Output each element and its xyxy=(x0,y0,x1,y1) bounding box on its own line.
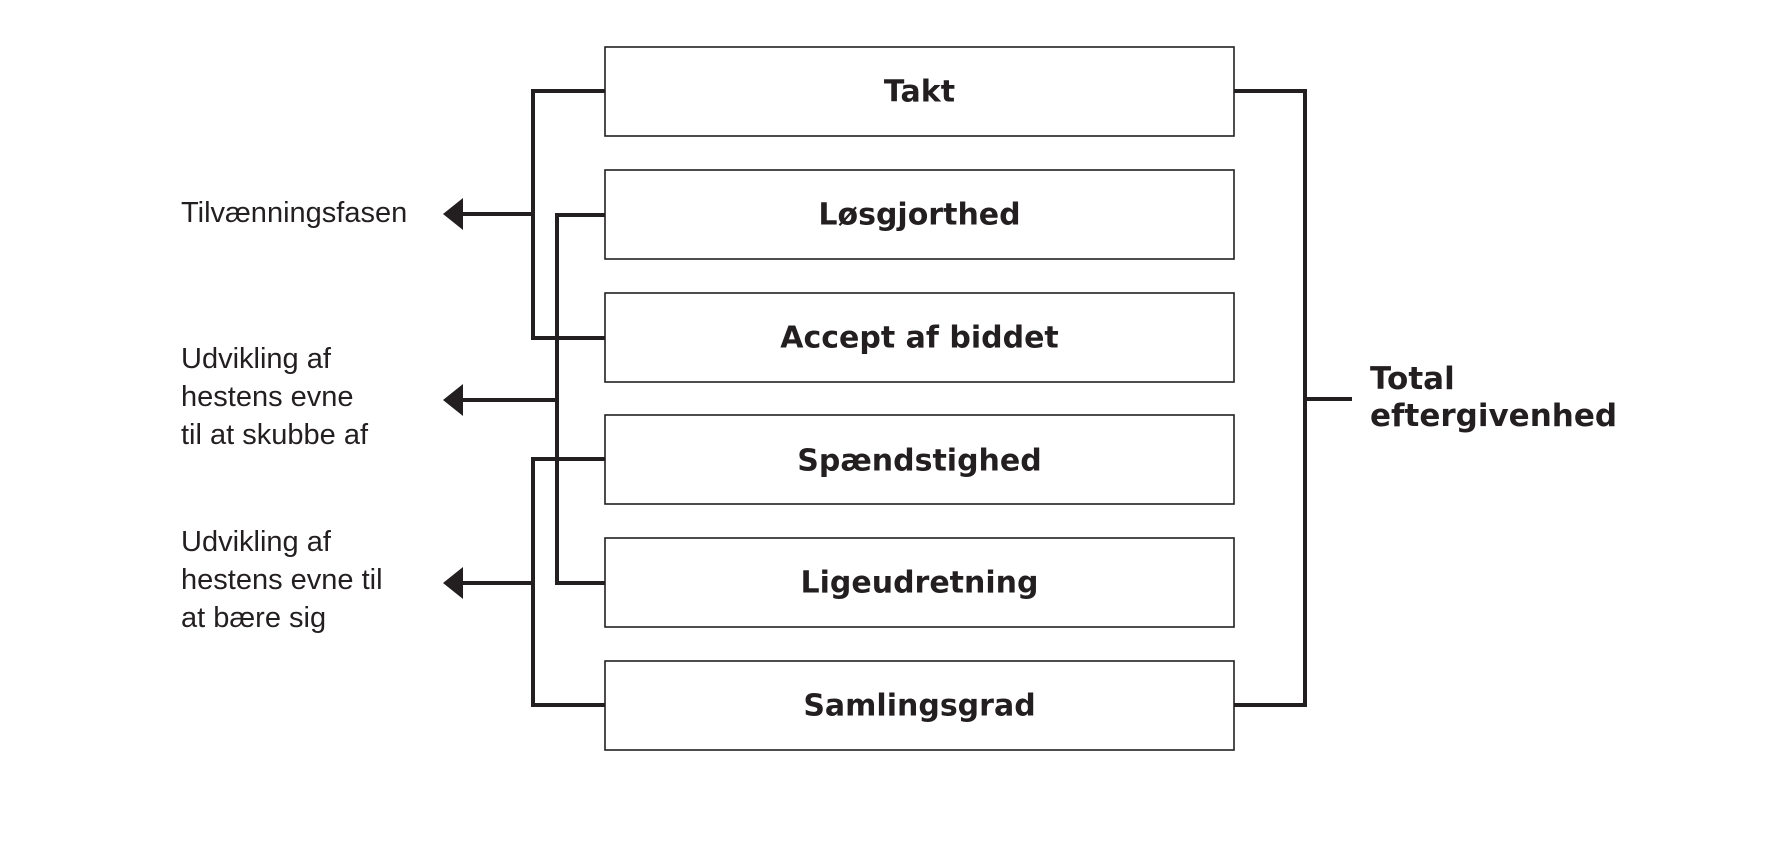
output-label-baere-sig: Udvikling af hestens evne til at bære si… xyxy=(181,526,391,634)
box-spaendstighed: Spændstighed xyxy=(604,414,1235,505)
output-label-skubbe-af: Udvikling af hestens evne til at skubbe … xyxy=(181,343,369,451)
box-label-losgjorthed: Løsgjorthed xyxy=(818,198,1020,233)
connector-bracket-skubbe-af xyxy=(555,213,605,585)
box-takt: Takt xyxy=(604,46,1235,137)
box-label-takt: Takt xyxy=(884,75,955,110)
output-label-tilvaenningsfasen: Tilvænningsfasen xyxy=(181,197,407,229)
box-label-spaendstighed: Spændstighed xyxy=(797,444,1041,479)
arrowhead-tilvaenning-icon xyxy=(443,198,463,230)
connector-bracket-total xyxy=(1234,89,1307,707)
box-losgjorthed: Løsgjorthed xyxy=(604,169,1235,260)
box-label-accept-af-biddet: Accept af biddet xyxy=(780,321,1059,356)
arrowhead-skubbe-af-icon xyxy=(443,384,463,416)
box-label-samlingsgrad: Samlingsgrad xyxy=(803,689,1035,724)
total-eftergivenhed-label: Total eftergivenhed xyxy=(1370,361,1617,434)
box-label-ligeudretning: Ligeudretning xyxy=(800,566,1038,601)
box-accept-af-biddet: Accept af biddet xyxy=(604,292,1235,383)
box-ligeudretning: Ligeudretning xyxy=(604,537,1235,628)
box-samlingsgrad: Samlingsgrad xyxy=(604,660,1235,751)
arrowhead-baere-sig-icon xyxy=(443,567,463,599)
